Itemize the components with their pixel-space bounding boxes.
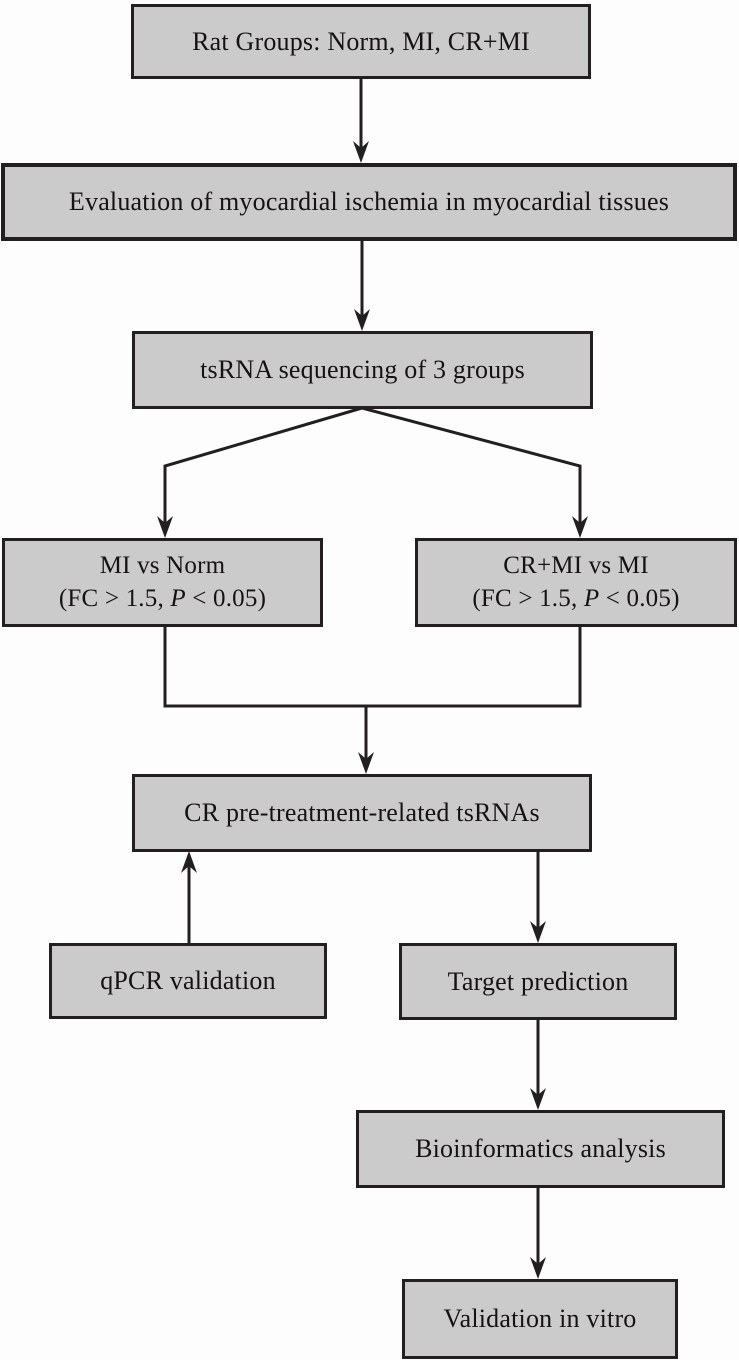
node-tsrna-sequencing: tsRNA sequencing of 3 groups [132,331,593,409]
arrow-down-icon [572,516,588,538]
node-mi-vs-norm: MI vs Norm (FC > 1.5, P < 0.05) [2,538,323,627]
node-validation-in-vitro: Validation in vitro [402,1279,678,1359]
arrow-down-icon [354,309,370,331]
node-bioinformatics-analysis: Bioinformatics analysis [356,1110,725,1188]
node-label: Rat Groups: Norm, MI, CR+MI [192,26,530,56]
connector-line [163,406,363,525]
node-crmi-vs-mi: CR+MI vs MI (FC > 1.5, P < 0.05) [415,538,737,627]
arrow-down-icon [530,921,546,943]
node-label: Validation in vitro [443,1304,637,1334]
arrow-down-icon [530,1257,546,1279]
node-label: tsRNA sequencing of 3 groups [200,355,525,385]
connector-line [361,406,582,525]
node-cr-pretreatment-tsrnas: CR pre-treatment-related tsRNAs [132,774,592,852]
arrow-up-icon [181,851,197,873]
arrow-down-icon [157,516,173,538]
node-criteria: (FC > 1.5, P < 0.05) [472,584,680,612]
node-label: CR pre-treatment-related tsRNAs [184,798,540,828]
node-label: Evaluation of myocardial ischemia in myo… [68,187,670,217]
connector-line [163,626,582,708]
node-target-prediction: Target prediction [399,943,677,1020]
node-label: qPCR validation [100,966,276,996]
node-evaluation-myocardial-ischemia: Evaluation of myocardial ischemia in myo… [1,163,737,241]
node-qpcr-validation: qPCR validation [49,943,327,1019]
node-label: Target prediction [447,966,629,996]
arrow-down-icon [358,752,374,774]
arrow-down-icon [530,1088,546,1110]
node-label: MI vs Norm [99,552,226,579]
node-criteria: (FC > 1.5, P < 0.05) [58,584,267,612]
node-label: Bioinformatics analysis [415,1134,666,1164]
node-rat-groups: Rat Groups: Norm, MI, CR+MI [131,4,591,79]
arrow-down-icon [353,141,369,163]
node-label: CR+MI vs MI [503,552,649,579]
